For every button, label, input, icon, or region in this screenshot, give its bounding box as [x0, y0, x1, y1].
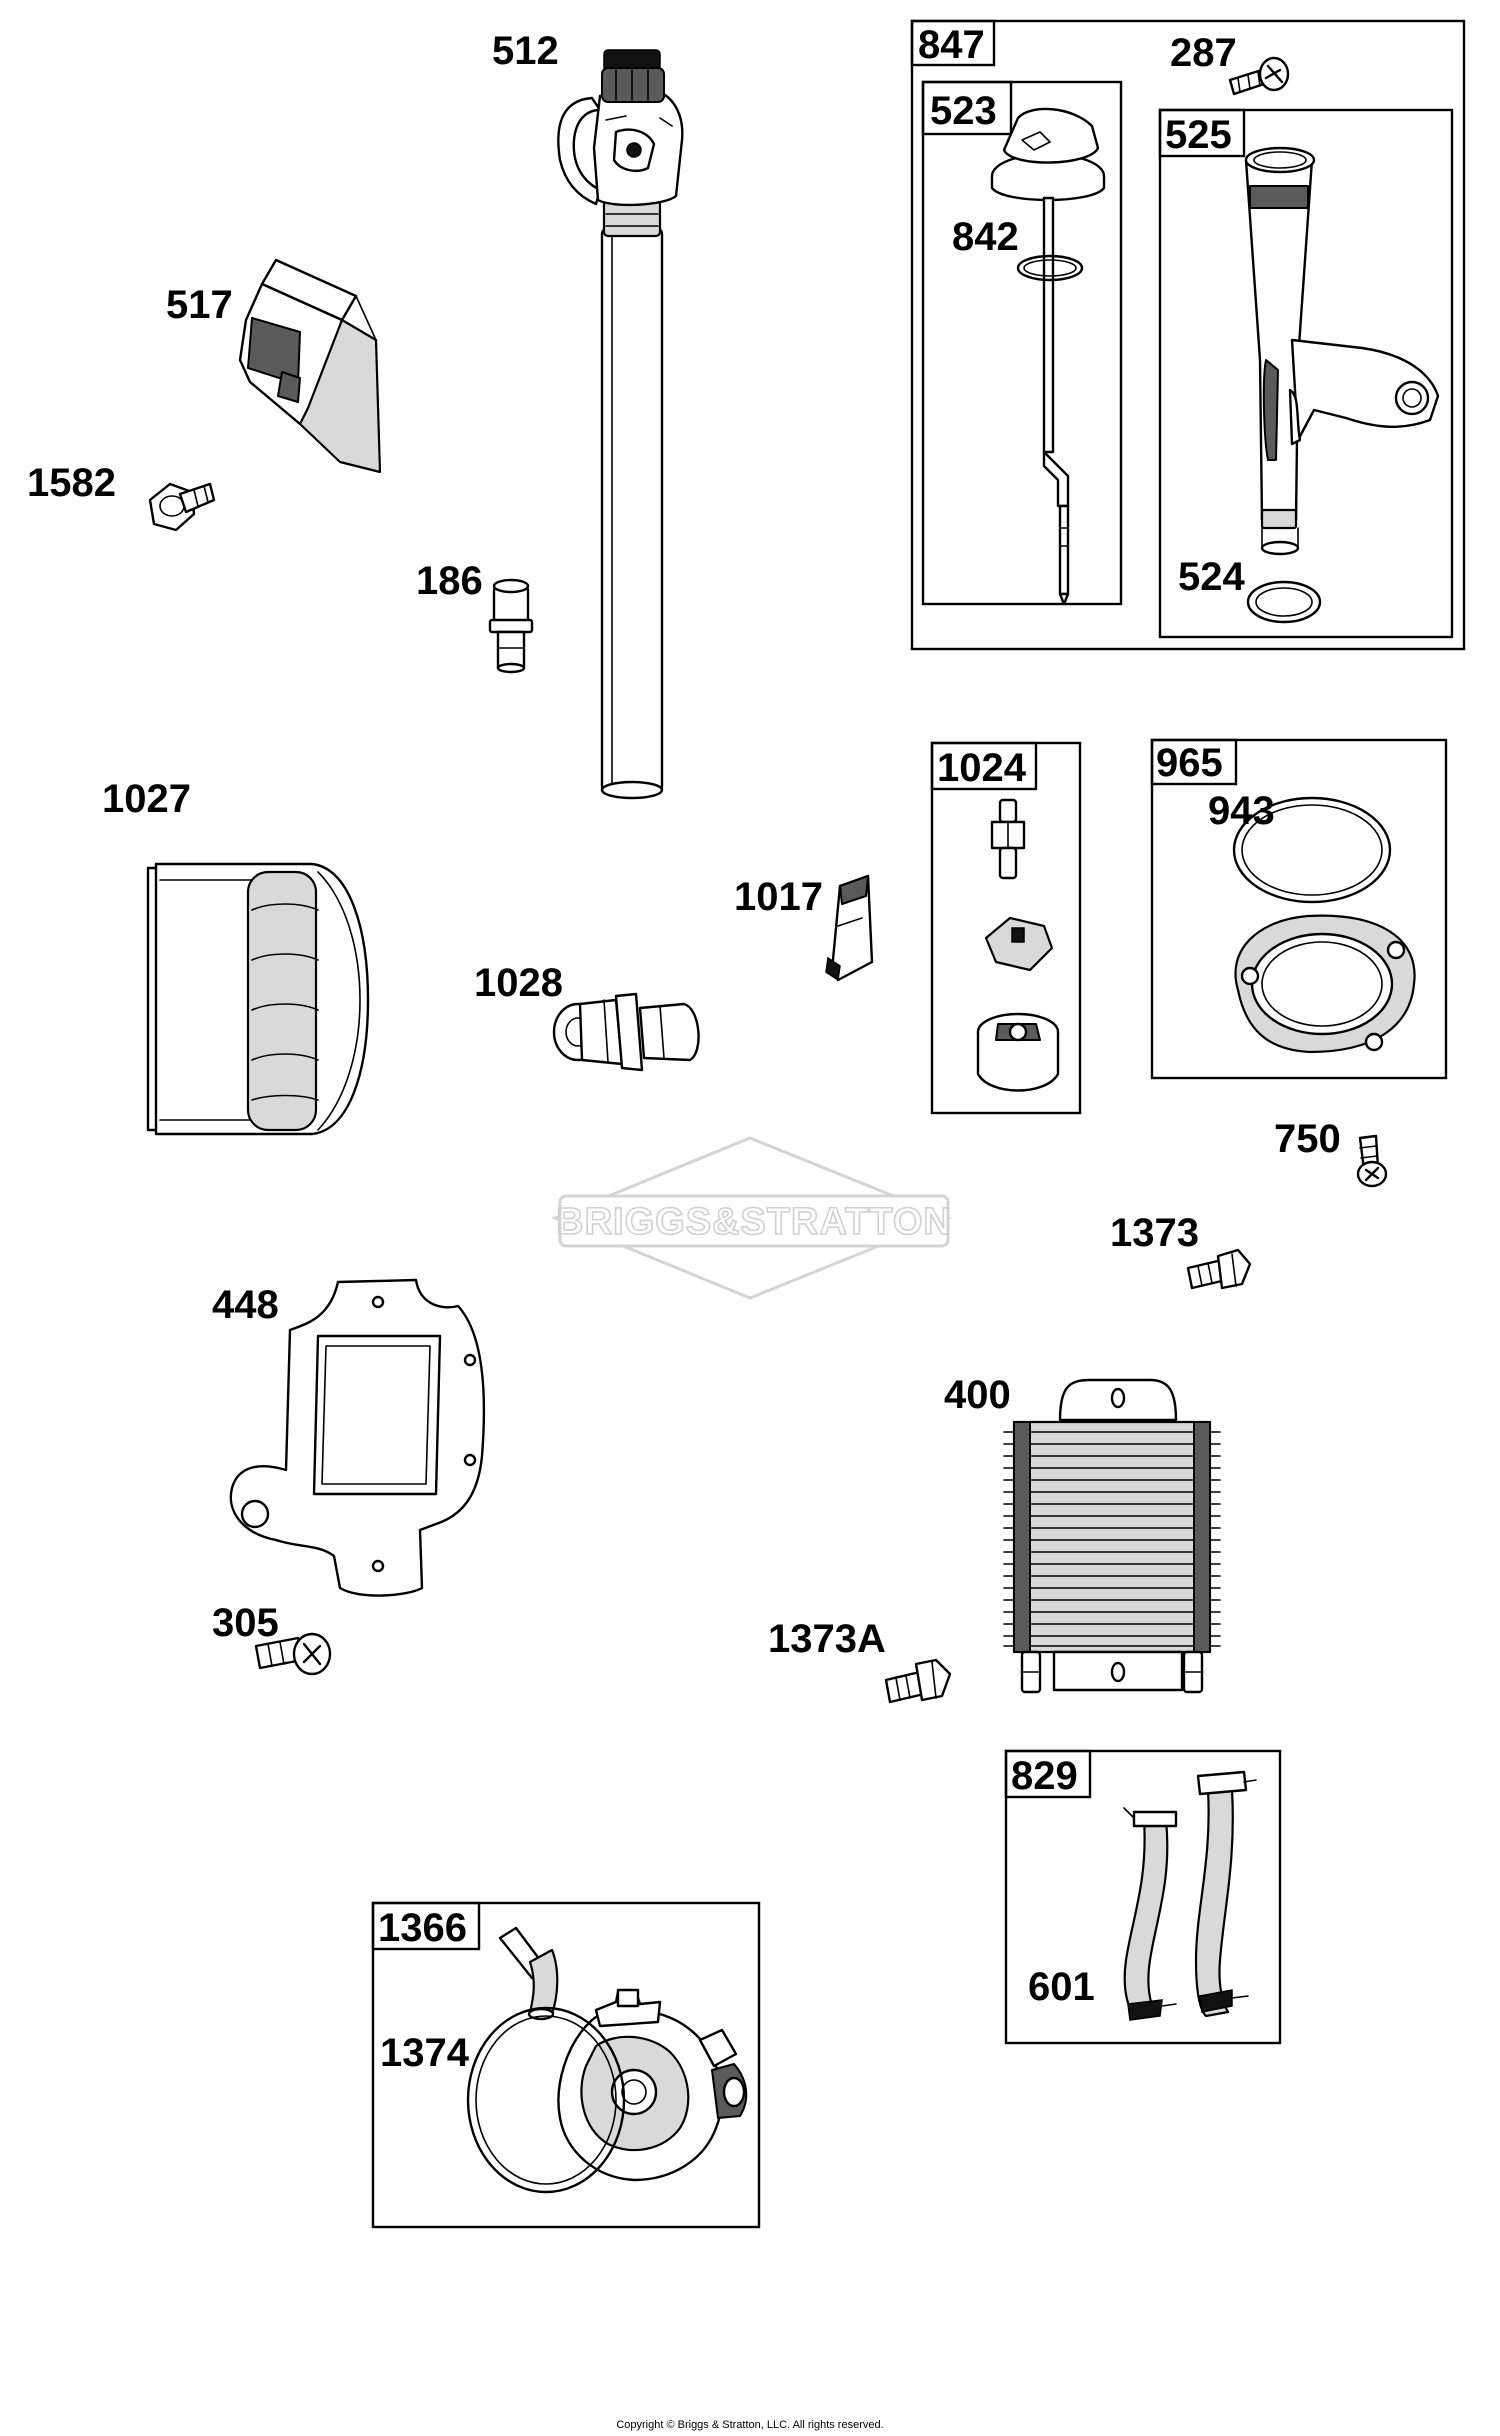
part-1373A-screw: [884, 1658, 952, 1704]
part-1024-kit-pieces: [976, 798, 1060, 1092]
part-1366-elbow-fitting: [498, 1926, 559, 2021]
kit-box-1366: 1366: [371, 1901, 761, 2229]
kit-box-965: 965: [1150, 738, 1448, 1080]
part-label-305: 305: [212, 1601, 279, 1645]
part-305-screw: [254, 1632, 332, 1676]
part-523-dipstick: [990, 107, 1106, 606]
kit-box-1024: 1024: [930, 741, 1082, 1115]
part-1582-screw: [148, 482, 216, 532]
part-1374-o-ring: [466, 2006, 626, 2194]
part-label-400: 400: [944, 1373, 1011, 1417]
kit-label-847: 847: [918, 23, 985, 67]
copyright-notice: Copyright © Briggs & Stratton, LLC. All …: [616, 2419, 883, 2431]
watermark-text: BRIGGS&STRATTON: [556, 1201, 952, 1243]
part-965-gasket: [1234, 914, 1416, 1054]
part-186-fitting: [488, 578, 534, 674]
part-517-bracket: [238, 258, 382, 474]
part-label-186: 186: [416, 559, 483, 603]
part-750-screw: [1356, 1134, 1388, 1188]
kit-label-523: 523: [930, 89, 997, 133]
kit-label-1024: 1024: [937, 746, 1027, 790]
kit-label-965: 965: [1156, 741, 1223, 785]
part-1028-fitting: [552, 992, 700, 1072]
part-label-448: 448: [212, 1283, 279, 1327]
part-label-842: 842: [952, 215, 1019, 259]
kit-box-829: 829: [1004, 1749, 1282, 2045]
part-1366-oil-adapter: [557, 1988, 748, 2182]
part-label-1582: 1582: [27, 461, 116, 505]
part-label-287: 287: [1170, 31, 1237, 75]
kit-box-847: 847: [910, 19, 1466, 651]
part-label-1374: 1374: [380, 2031, 470, 2075]
kit-label-525: 525: [1165, 113, 1232, 157]
part-1017-clip: [825, 874, 874, 982]
part-label-524: 524: [1178, 555, 1245, 599]
part-1027-oil-filter: [146, 862, 370, 1136]
part-label-1373: 1373: [1110, 1211, 1199, 1255]
part-label-1027: 1027: [102, 777, 191, 821]
part-512-dipstick-tube: [557, 49, 684, 800]
brand-watermark-logo: BRIGGS&STRATTON: [551, 1136, 953, 1300]
part-1373-screw: [1186, 1248, 1252, 1290]
kit-label-829: 829: [1011, 1754, 1078, 1798]
part-label-517: 517: [166, 283, 233, 327]
part-label-601: 601: [1028, 1965, 1095, 2009]
part-label-1028: 1028: [474, 961, 563, 1005]
kit-box-525: 525: [1158, 108, 1454, 639]
part-label-943: 943: [1208, 789, 1275, 833]
part-524-seal: [1246, 580, 1322, 624]
part-label-1373A: 1373A: [768, 1617, 886, 1661]
kit-box-523: 523: [921, 80, 1123, 606]
part-525-oil-fill-tube: [1244, 146, 1440, 556]
kit-label-1366: 1366: [378, 1906, 467, 1950]
part-label-750: 750: [1274, 1117, 1341, 1161]
part-400-oil-cooler: [1003, 1378, 1221, 1694]
part-842-o-ring: [1016, 254, 1084, 282]
part-601-hose: [1123, 1770, 1257, 2021]
part-943-o-ring: [1232, 796, 1392, 904]
part-448-gasket: [229, 1278, 486, 1597]
part-287-screw: [1228, 56, 1290, 96]
part-label-1017: 1017: [734, 875, 823, 919]
part-label-512: 512: [492, 29, 559, 73]
